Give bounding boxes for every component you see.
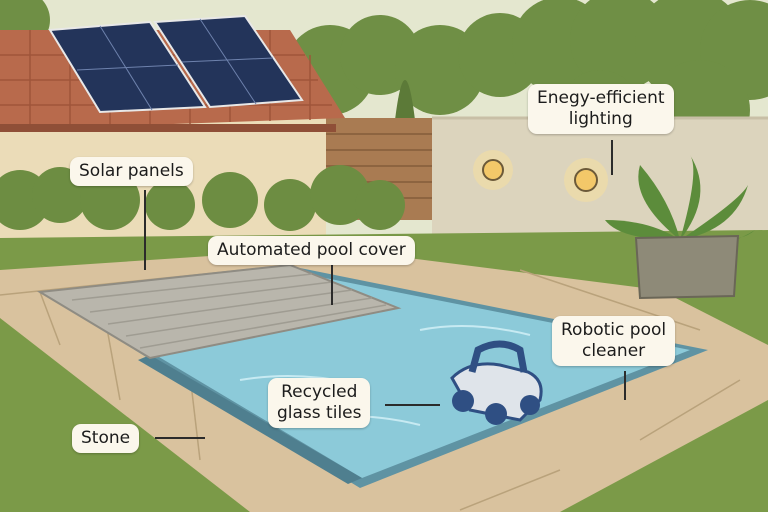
stone-label: Stone bbox=[72, 424, 140, 453]
solar-panels-label-text: Solar panels bbox=[79, 161, 184, 181]
robotic-cleaner-label: Robotic pool cleaner bbox=[552, 316, 676, 366]
bushes bbox=[0, 165, 405, 231]
lighting-label-line2: lighting bbox=[568, 109, 633, 129]
glass-tiles-label-line1: Recycled bbox=[281, 382, 358, 402]
robotic-cleaner-label-line2: cleaner bbox=[581, 341, 646, 361]
solar-panel-array bbox=[48, 14, 304, 114]
wall-lights bbox=[473, 150, 608, 202]
background-trees bbox=[0, 0, 768, 160]
stone-label-text: Stone bbox=[81, 428, 131, 448]
leader-lines bbox=[144, 140, 626, 439]
pool-cover bbox=[36, 263, 402, 360]
glass-tiles-label: Recycled glass tiles bbox=[268, 378, 371, 428]
pool-cover-label: Automated pool cover bbox=[208, 236, 415, 265]
robotic-pool-cleaner bbox=[450, 340, 543, 425]
lighting-label-line1: Enegy-efficient bbox=[537, 88, 665, 108]
solar-panels-label: Solar panels bbox=[70, 157, 193, 186]
lighting-label: Enegy-efficient lighting bbox=[528, 84, 674, 134]
robotic-cleaner-label-line1: Robotic pool bbox=[561, 320, 667, 340]
pool-cover-label-text: Automated pool cover bbox=[217, 240, 406, 260]
potted-plant bbox=[605, 155, 755, 300]
glass-tiles-label-line2: glass tiles bbox=[277, 403, 362, 423]
